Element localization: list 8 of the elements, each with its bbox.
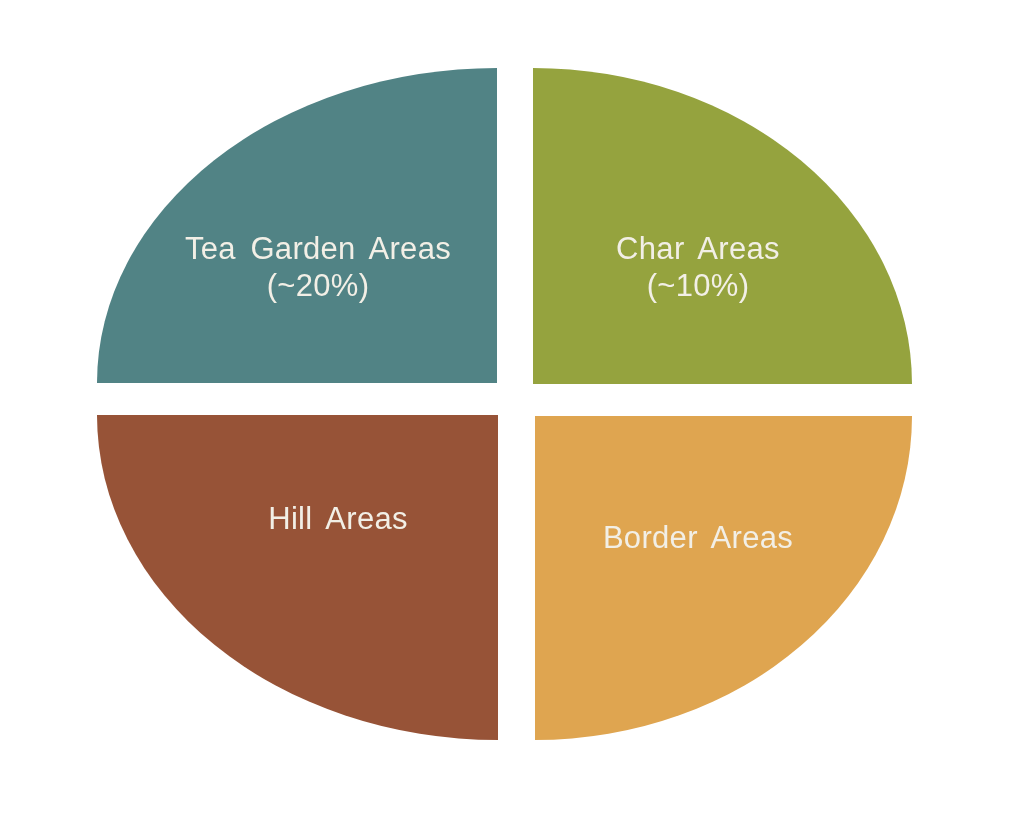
quarter-ellipse-segment <box>533 68 912 384</box>
segment-label: Hill Areas <box>267 500 409 538</box>
quarter-ellipse-segment <box>535 416 912 740</box>
segment-label: Tea Garden Areas (~20%) <box>184 231 452 305</box>
quarter-ellipse-segment <box>97 68 497 383</box>
segment-label: Border Areas <box>601 519 795 557</box>
quarter-ellipse-segment <box>97 415 498 740</box>
segment-label: Char Areas (~10%) <box>615 231 781 305</box>
